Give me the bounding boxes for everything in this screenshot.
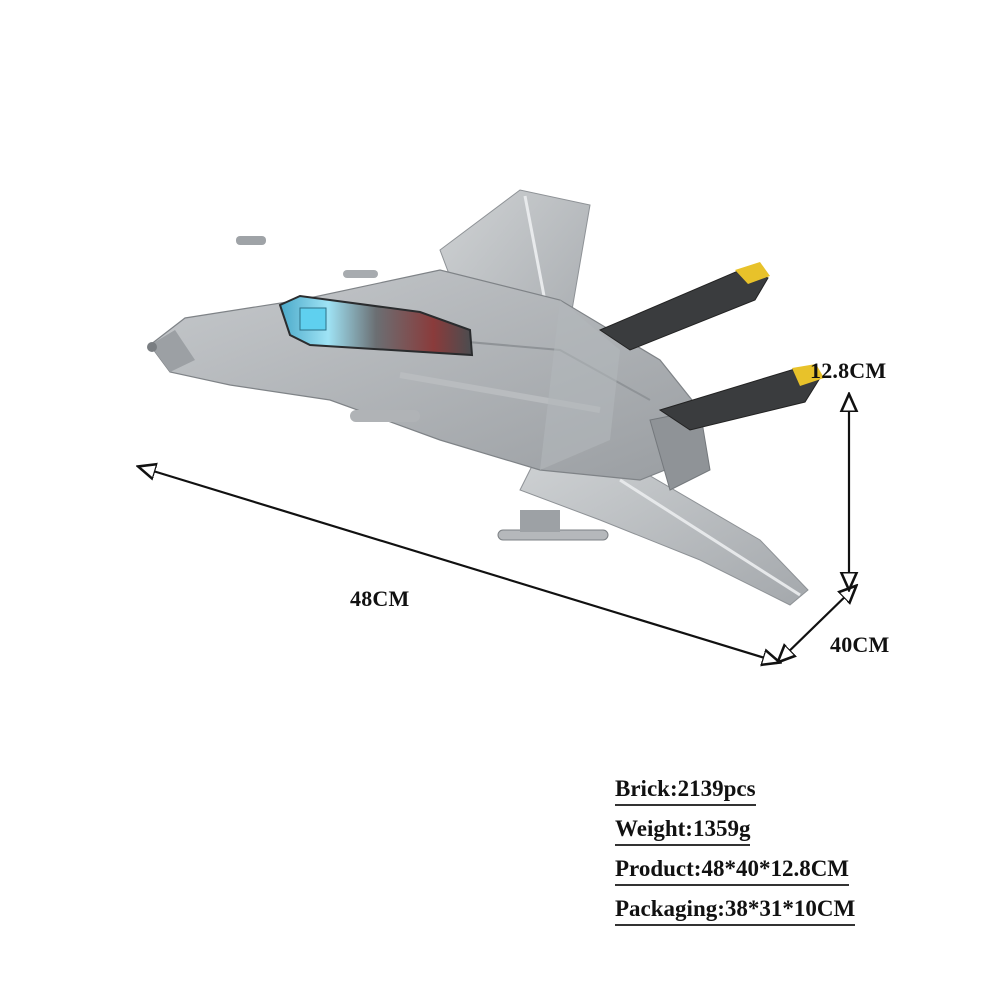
spec-list: Brick:2139pcs Weight:1359g Product:48*40… (615, 776, 856, 936)
canopy (278, 294, 474, 357)
spec-brick-count: Brick:2139pcs (615, 776, 756, 806)
length-dimension-line (140, 467, 778, 662)
tail-fins (598, 262, 824, 431)
height-label: 12.8CM (810, 358, 887, 383)
dimension-lines (140, 396, 855, 662)
fuselage (147, 269, 711, 491)
width-dimension-line (779, 587, 855, 661)
length-label: 48CM (350, 586, 410, 611)
spec-product-size: Product:48*40*12.8CM (615, 856, 850, 886)
width-label: 40CM (830, 632, 890, 657)
spec-packaging-size: Packaging:38*31*10CM (615, 896, 856, 926)
spec-weight: Weight:1359g (615, 816, 751, 846)
lower-wing (519, 449, 809, 606)
